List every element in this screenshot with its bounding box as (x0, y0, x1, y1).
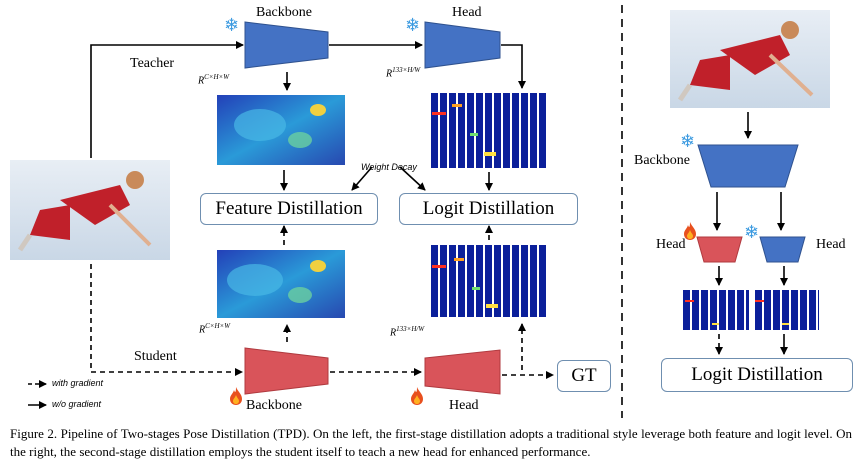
student-head-module (424, 349, 501, 395)
figure-caption: Figure 2. Pipeline of Two-stages Pose Di… (10, 426, 852, 459)
logit-distillation-box: Logit Distillation (399, 193, 578, 225)
teacher-backbone-module (244, 21, 329, 69)
legend (28, 380, 47, 409)
weight-decay-label: Weight Decay (361, 162, 417, 172)
teacher-label: Teacher (130, 56, 175, 71)
flame-icon (411, 387, 423, 405)
teacher-logit-dim: R133×H/W (386, 66, 421, 80)
stage2-backbone-label: Backbone (634, 153, 690, 168)
student-feature-dim: RC×H×W (199, 322, 231, 336)
stage2-new-head-label: Head (656, 237, 686, 252)
snowflake-icon: ❄ (224, 15, 240, 36)
student-label: Student (134, 349, 177, 364)
solid-connectors (90, 41, 788, 355)
teacher-head-module (424, 21, 501, 69)
flame-icon (684, 222, 696, 240)
snowflake-icon: ❄ (680, 131, 696, 152)
dashed-connectors (90, 225, 723, 379)
legend-with-gradient-label: with gradient (52, 378, 104, 388)
flame-icon (230, 387, 242, 405)
teacher-logit-heatmap (430, 93, 548, 168)
skater-photo-left (10, 160, 170, 260)
snowflake-icon: ❄ (405, 15, 421, 36)
skater-photo-right (670, 10, 830, 108)
student-backbone-module (244, 347, 329, 395)
stage2-new-head-module (696, 236, 743, 263)
gt-box: GT (557, 360, 611, 392)
teacher-head-label: Head (452, 5, 482, 20)
stage2-logit-heatmap-right (753, 290, 819, 330)
stage2-student-head-label: Head (816, 237, 846, 252)
stage2-logit-distillation-box: Logit Distillation (661, 358, 853, 392)
stage2-student-head-module (759, 236, 806, 263)
student-logit-heatmap (430, 245, 548, 317)
stage2-backbone-module (697, 144, 799, 188)
student-backbone-label: Backbone (246, 398, 302, 413)
student-head-label: Head (449, 398, 479, 413)
teacher-backbone-label: Backbone (256, 5, 312, 20)
teacher-feature-heatmap (217, 95, 345, 165)
feature-distillation-box: Feature Distillation (200, 193, 378, 225)
legend-without-gradient-label: w/o gradient (52, 399, 102, 409)
student-feature-heatmap (217, 250, 345, 318)
snowflake-icon: ❄ (744, 222, 760, 243)
stage2-logit-heatmap-left (683, 290, 749, 330)
student-logit-dim: R133×H/W (390, 325, 425, 339)
teacher-feature-dim: RC×H×W (198, 73, 230, 87)
